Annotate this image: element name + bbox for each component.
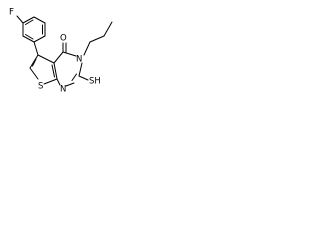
- atom-label-s-thiophene: S: [38, 82, 43, 92]
- bond: [25, 19, 34, 25]
- bond: [37, 54, 55, 64]
- bond: [78, 62, 83, 77]
- atom-label-sh: SH: [89, 77, 101, 87]
- bond: [53, 51, 64, 64]
- bond: [103, 21, 113, 37]
- fluorophenyl-ring: [22, 16, 46, 43]
- bond: [22, 16, 35, 24]
- bond: [33, 35, 46, 43]
- bond: [43, 78, 58, 85]
- bond: [29, 54, 39, 69]
- bond: [51, 64, 55, 78]
- bond: [22, 35, 35, 43]
- bond: [33, 16, 46, 24]
- bond: [33, 41, 39, 56]
- bond: [65, 82, 75, 87]
- bond: [62, 51, 77, 57]
- bond: [53, 62, 58, 80]
- atom-label-o: O: [60, 34, 67, 44]
- atom-label-n-lower: N: [60, 85, 66, 95]
- bond: [25, 34, 34, 40]
- bond: [71, 73, 77, 81]
- pyrimidinone-ring: [53, 51, 83, 87]
- molecule-structure: F S N N O SH: [9, 8, 113, 95]
- bond: [16, 15, 24, 24]
- atom-label-n-upper: N: [76, 55, 82, 65]
- bond: [83, 41, 91, 56]
- atom-label-f: F: [9, 8, 14, 18]
- bond: [32, 58, 37, 67]
- bond: [89, 35, 105, 43]
- bond: [56, 78, 61, 86]
- bond: [78, 75, 89, 81]
- thiophene-ring: [29, 54, 58, 85]
- bond: [29, 67, 39, 80]
